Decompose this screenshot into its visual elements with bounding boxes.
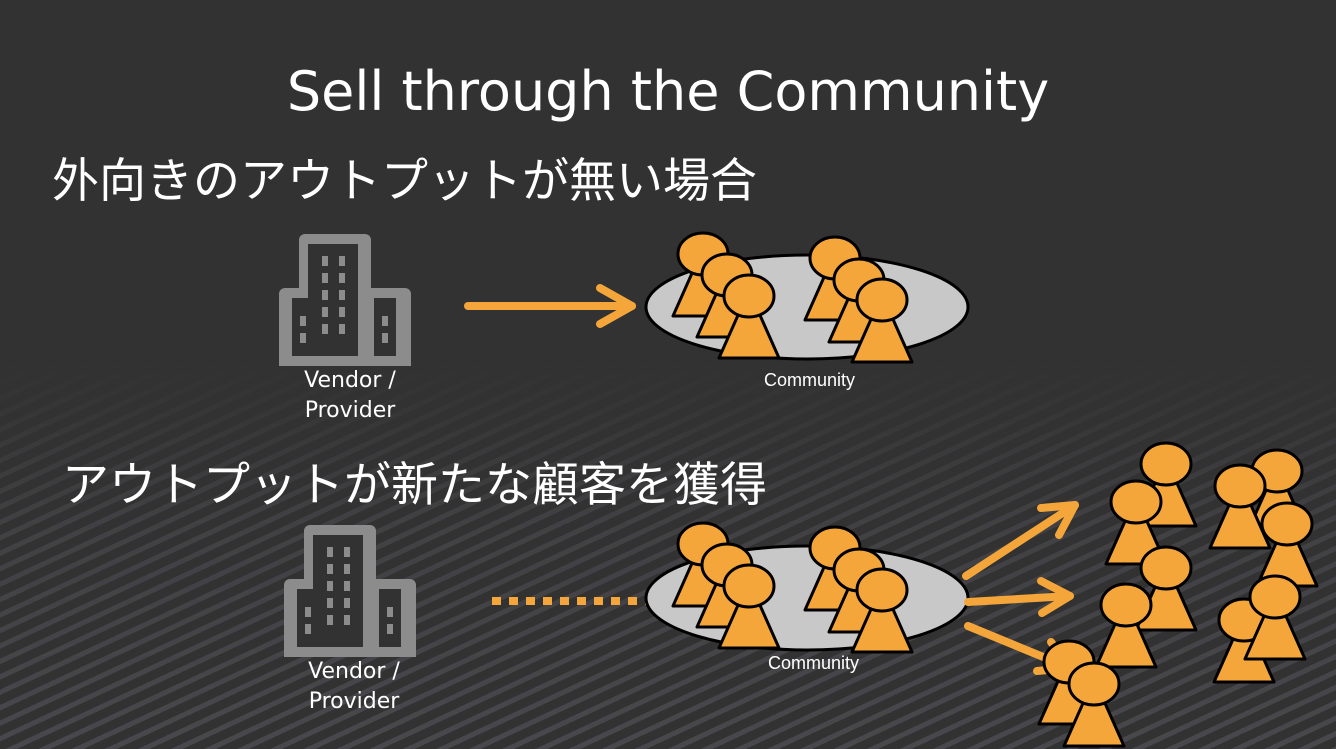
community-group-top: [644, 231, 970, 364]
solid-arrow-top: [464, 284, 636, 328]
vendor-label-line1: Vendor /: [304, 368, 396, 393]
arrow-right: [964, 577, 1074, 617]
heading-without-output: 外向きのアウトプットが無い場合: [52, 154, 757, 209]
vendor-label-line2: Provider: [304, 398, 396, 423]
vendor-label-top: Vendor / Provider: [270, 366, 430, 426]
slide-title: Sell through the Community: [286, 60, 1050, 123]
vendor-building-icon-bottom: [284, 525, 416, 657]
vendor-label-line1: Vendor /: [308, 659, 400, 684]
vendor-building-icon-top: [279, 234, 411, 366]
heading-with-output: アウトプットが新たな顧客を獲得: [62, 458, 767, 513]
community-group-bottom: [644, 521, 970, 654]
vendor-label-line2: Provider: [308, 689, 400, 714]
community-label-top: Community: [764, 370, 856, 390]
community-label-bottom: Community: [768, 653, 860, 673]
vendor-label-bottom: Vendor / Provider: [274, 657, 434, 717]
arrow-up-right: [962, 501, 1079, 580]
new-customers-group: [1037, 441, 1319, 748]
